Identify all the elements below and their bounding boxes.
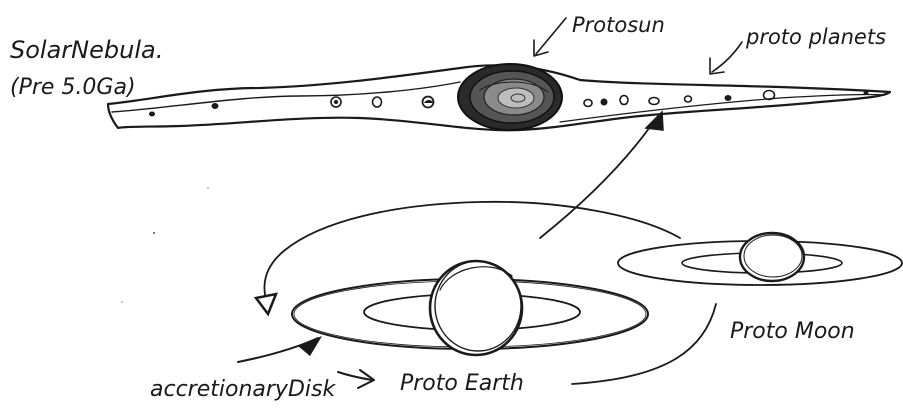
stray-marks (121, 187, 209, 303)
accretionary-disk-label: accretionaryDisk (150, 377, 336, 402)
pointer-proto-earth (338, 370, 374, 388)
pointer-proto-moon (572, 304, 716, 384)
proto-earth (430, 261, 522, 355)
solar-nebula-label: SolarNebula. (10, 36, 163, 64)
protosun-label: Protosun (572, 13, 665, 37)
protosun (458, 64, 562, 130)
protoplanets-label: proto planets (745, 25, 886, 49)
pointer-protosun (534, 18, 566, 56)
age-label: (Pre 5.0Ga) (10, 75, 136, 100)
arrow-to-nebula (540, 112, 663, 238)
pointer-accretionary-disk (238, 336, 322, 362)
proto-moon-label: Proto Moon (730, 319, 855, 344)
proto-earth-label: Proto Earth (400, 371, 524, 396)
proto-moon (740, 233, 804, 281)
pointer-protoplanets (710, 42, 742, 74)
